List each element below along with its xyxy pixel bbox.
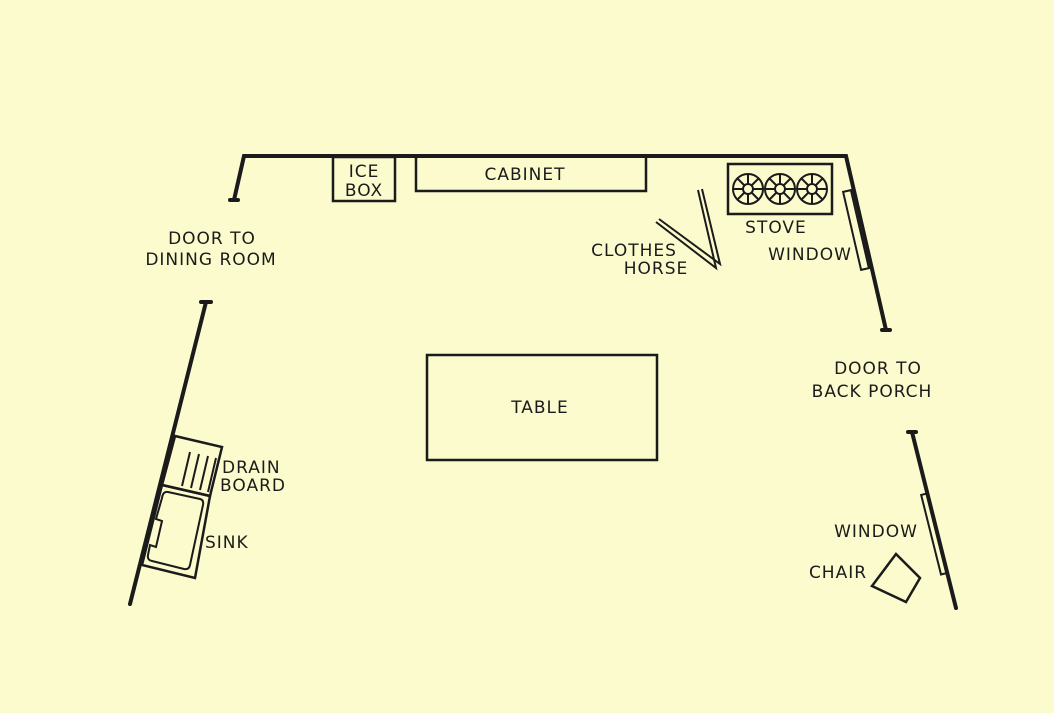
- sink: SINK: [140, 483, 249, 580]
- clothes-horse-label-2: HORSE: [624, 259, 689, 279]
- door-dining-label-2: DINING ROOM: [145, 250, 276, 270]
- chair: CHAIR: [809, 552, 922, 604]
- burner-icon-2: [764, 173, 796, 205]
- stove: STOVE: [726, 162, 834, 238]
- drain-board-label-2: BOARD: [220, 476, 286, 496]
- table-label: TABLE: [510, 398, 569, 418]
- ice-box: ICE BOX: [331, 155, 397, 203]
- clothes-horse: CLOTHES HORSE: [591, 188, 722, 279]
- sink-label: SINK: [205, 533, 249, 553]
- door-porch-label-1: DOOR TO: [834, 359, 922, 379]
- top-wall: [228, 154, 892, 332]
- stove-label: STOVE: [745, 218, 807, 238]
- door-dining-label-1: DOOR TO: [168, 229, 256, 249]
- burner-icon-1: [732, 173, 764, 205]
- chair-label: CHAIR: [809, 563, 867, 583]
- window-top-label: WINDOW: [768, 245, 852, 265]
- drain-board-label-1: DRAIN: [222, 458, 281, 478]
- cabinet-label: CABINET: [484, 165, 565, 185]
- burner-icon-3: [796, 173, 828, 205]
- ice-box-label-2: BOX: [345, 181, 383, 201]
- window-bottom-right: [919, 492, 950, 576]
- ice-box-label-1: ICE: [349, 162, 380, 182]
- window-bottom-label: WINDOW: [834, 522, 918, 542]
- drain-board: DRAIN BOARD: [160, 434, 286, 498]
- right-lower-wall: [906, 430, 958, 610]
- window-top-right: [841, 188, 871, 272]
- clothes-horse-label-1: CLOTHES: [591, 241, 677, 261]
- cabinet: CABINET: [414, 157, 648, 193]
- door-porch-label-2: BACK PORCH: [812, 382, 933, 402]
- table: TABLE: [425, 353, 659, 462]
- left-wall: [128, 300, 213, 606]
